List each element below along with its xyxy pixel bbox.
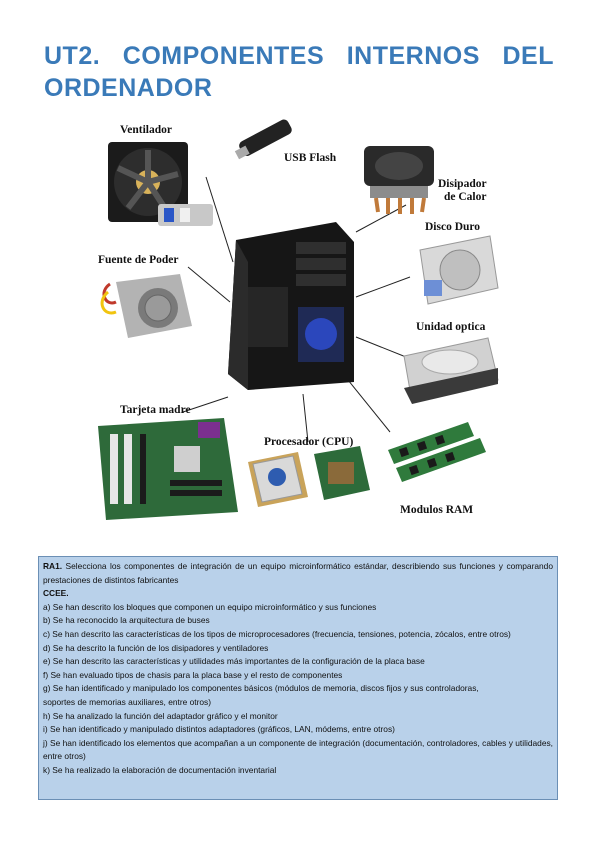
label-disipador-1: Disipador <box>438 178 487 190</box>
label-disco-duro: Disco Duro <box>425 221 480 233</box>
page-title: UT2. COMPONENTES INTERNOS DEL ORDENADOR <box>44 40 554 104</box>
title-line-1: UT2. COMPONENTES INTERNOS DEL <box>44 40 554 72</box>
label-ventilador: Ventilador <box>120 124 172 136</box>
components-diagram: Ventilador USB Flash Disipador de Calor … <box>98 119 499 520</box>
label-modulos-ram: Modulos RAM <box>400 504 473 516</box>
label-disipador-2: de Calor <box>444 191 486 203</box>
hard-disk-image <box>419 235 499 305</box>
cpu-image <box>248 446 370 507</box>
title-word: COMPONENTES <box>122 42 325 70</box>
learning-outcome-box: RA1. Selecciona los componentes de integ… <box>38 556 558 800</box>
label-procesador: Procesador (CPU) <box>264 436 353 448</box>
criterion-f: f) Se han evaluado tipos de chasis para … <box>43 669 343 680</box>
components-illustration: Ventilador USB Flash Disipador de Calor … <box>88 112 508 522</box>
ra-paragraph: RA1. Selecciona los componentes de integ… <box>43 560 553 587</box>
label-fuente-de-poder: Fuente de Poder <box>98 254 178 266</box>
criterion-k: k) Se ha realizado la elaboración de doc… <box>43 764 277 775</box>
criterion-g: g) Se han identificado y manipulado los … <box>43 683 479 694</box>
label-tarjeta-madre: Tarjeta madre <box>120 404 191 416</box>
criterion-c: c) Se han descrito las características d… <box>43 628 511 639</box>
motherboard-image <box>98 418 238 520</box>
title-word: UT2. <box>44 42 101 70</box>
fan-image <box>108 142 213 226</box>
ram-modules-image <box>388 422 486 482</box>
connector-lines <box>182 176 411 443</box>
criterion-j: j) Se han identificado los elementos que… <box>43 737 553 762</box>
heat-sink-image <box>364 146 434 214</box>
title-word: DEL <box>502 42 554 70</box>
criterion-e: e) Se han descrito las características y… <box>43 656 425 667</box>
label-unidad-optica: Unidad optica <box>416 321 486 333</box>
ra-text: Selecciona los componentes de integració… <box>43 561 553 585</box>
usb-flash-image <box>234 119 292 160</box>
power-supply-image <box>100 274 192 338</box>
title-line-2: ORDENADOR <box>44 74 213 102</box>
criterion-g-cont: soportes de memorias auxiliares, entre o… <box>43 696 212 707</box>
ccee-heading: CCEE. <box>43 588 69 599</box>
optical-drive-image <box>403 337 499 404</box>
criterion-a: a) Se han descrito los bloques que compo… <box>43 601 377 612</box>
criterion-i: i) Se han identificado y manipulado dist… <box>43 724 395 735</box>
ra-heading: RA1. <box>43 561 63 571</box>
criterion-d: d) Se ha descrito la función de los disi… <box>43 642 269 653</box>
criterion-b: b) Se ha reconocido la arquitectura de b… <box>43 615 210 626</box>
criterion-h: h) Se ha analizado la función del adapta… <box>43 710 278 721</box>
pc-tower-image <box>228 222 354 390</box>
label-usb-flash: USB Flash <box>284 152 337 164</box>
title-word: INTERNOS <box>346 42 480 70</box>
